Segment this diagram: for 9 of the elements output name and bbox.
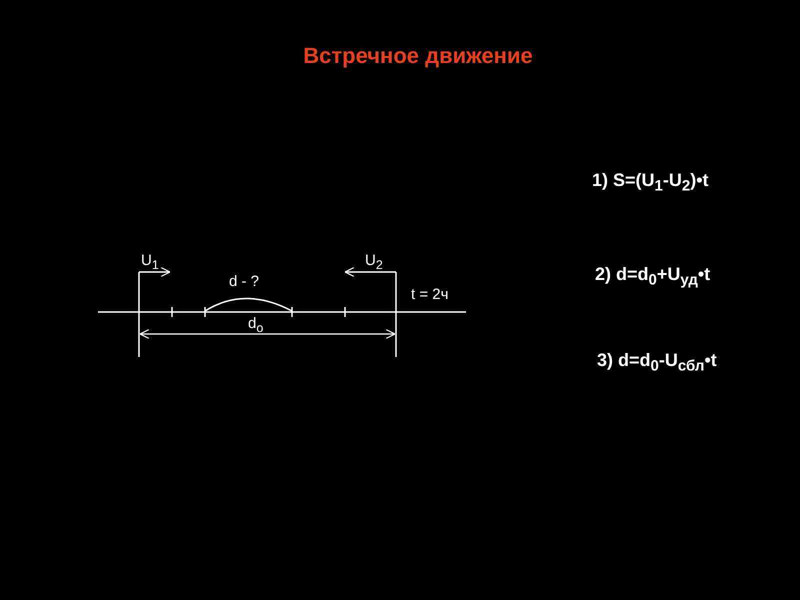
title: Встречное движение <box>302 44 534 68</box>
velocity-label: U$_{2}$ <box>365 253 383 273</box>
formula: 1) S=(U$_{1}$-U$_{2}$)•t <box>592 171 709 196</box>
time-label: t = 2ч <box>411 287 448 304</box>
velocity-label: U$_{1}$ <box>141 253 159 273</box>
distance-label: d - ? <box>229 274 260 290</box>
formula: 2) d=d$_{0}$+U$_{уд}$•t <box>595 265 710 290</box>
formula: 3) d=d$_{0}$-U$_{сбл}$•t <box>597 351 717 376</box>
distance-label: d$_{o}$ <box>248 316 264 336</box>
